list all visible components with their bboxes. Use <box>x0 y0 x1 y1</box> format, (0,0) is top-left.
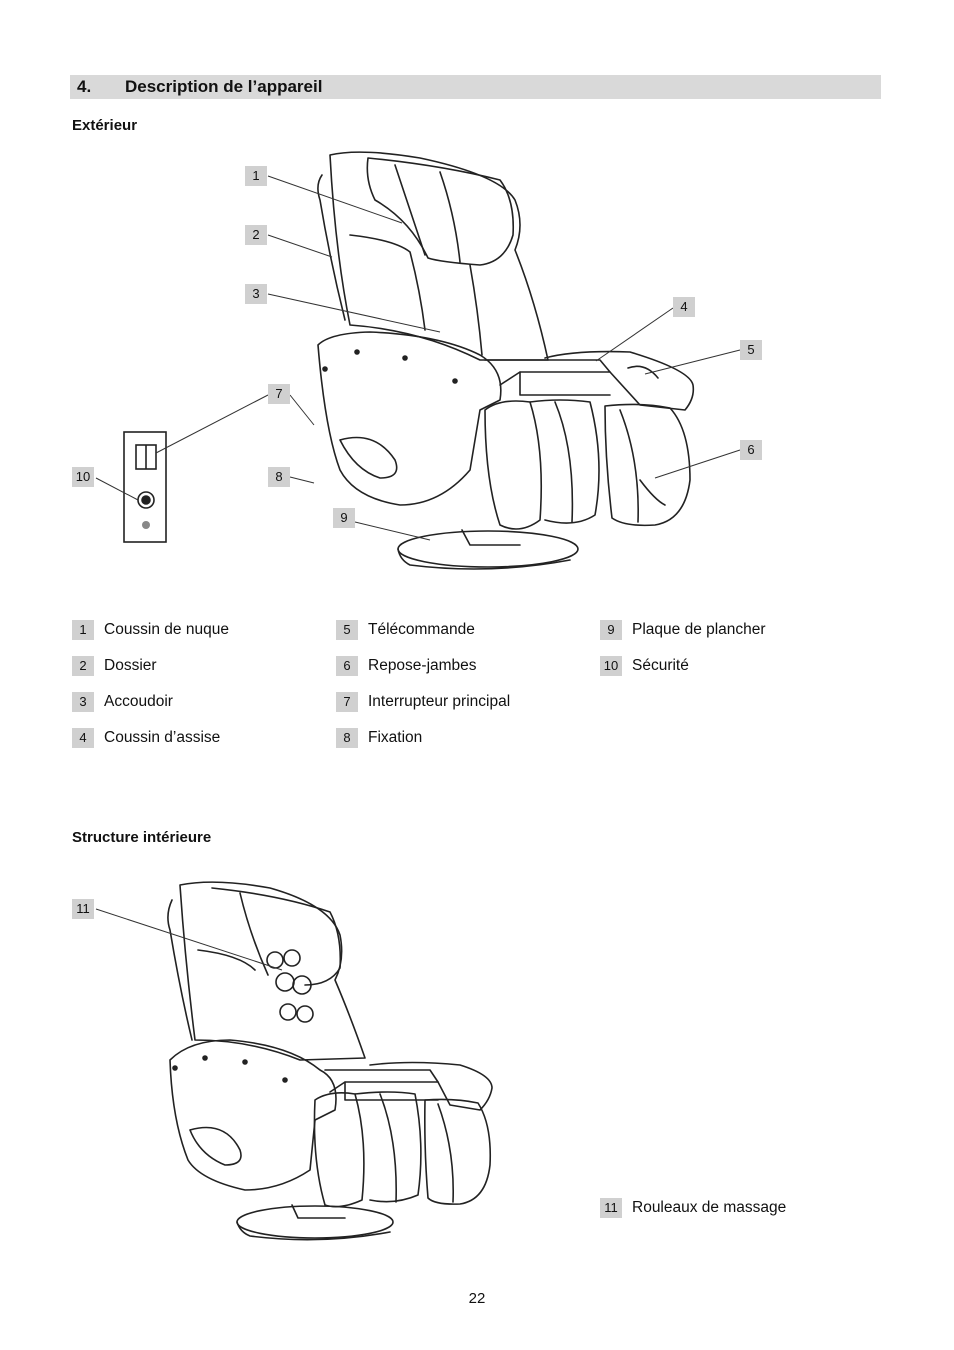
callout-2: 2 <box>245 225 267 245</box>
legend-label: Télécommande <box>368 621 475 638</box>
legend-number: 6 <box>336 656 358 676</box>
exterior-chair-drawing <box>317 151 695 570</box>
legend-number: 8 <box>336 728 358 748</box>
callout-8: 8 <box>268 467 290 487</box>
legend-number: 9 <box>600 620 622 640</box>
page-number: 22 <box>468 1290 486 1307</box>
legend-number: 10 <box>600 656 622 676</box>
callout-1: 1 <box>245 166 267 186</box>
legend-label: Coussin de nuque <box>104 621 229 638</box>
callout-3: 3 <box>245 284 267 304</box>
legend-number: 7 <box>336 692 358 712</box>
callout-4: 4 <box>673 297 695 317</box>
legend-label: Rouleaux de massage <box>632 1199 787 1216</box>
legend-number: 3 <box>72 692 94 712</box>
interior-chair-drawing <box>167 881 493 1241</box>
section-title: Description de l’appareil <box>125 77 323 96</box>
legend-label: Accoudoir <box>104 693 173 710</box>
legend-number: 2 <box>72 656 94 676</box>
exterior-leader-lines <box>95 175 741 541</box>
legend-number: 11 <box>600 1198 622 1218</box>
legend-label: Coussin d’assise <box>104 729 221 746</box>
callout-7: 7 <box>268 384 290 404</box>
callout-5: 5 <box>740 340 762 360</box>
legend-label: Dossier <box>104 657 157 674</box>
legend-label: Fixation <box>368 729 423 746</box>
legend-number: 5 <box>336 620 358 640</box>
control-panel-drawing <box>123 431 167 543</box>
section-header: 4. Description de l’appareil <box>70 75 881 99</box>
callout-11: 11 <box>72 899 94 919</box>
exterior-heading: Extérieur <box>72 117 138 134</box>
callout-6: 6 <box>740 440 762 460</box>
callout-9: 9 <box>333 508 355 528</box>
interior-leader-lines <box>95 908 283 971</box>
legend-label: Repose-jambes <box>368 657 477 674</box>
legend-label: Plaque de plancher <box>632 621 766 638</box>
legend-label: Sécurité <box>632 657 689 674</box>
legend-label: Interrupteur principal <box>368 693 511 710</box>
callout-10: 10 <box>72 467 94 487</box>
section-number: 4. <box>77 77 92 96</box>
interior-heading: Structure intérieure <box>72 829 212 846</box>
legend-number: 1 <box>72 620 94 640</box>
legend-number: 4 <box>72 728 94 748</box>
